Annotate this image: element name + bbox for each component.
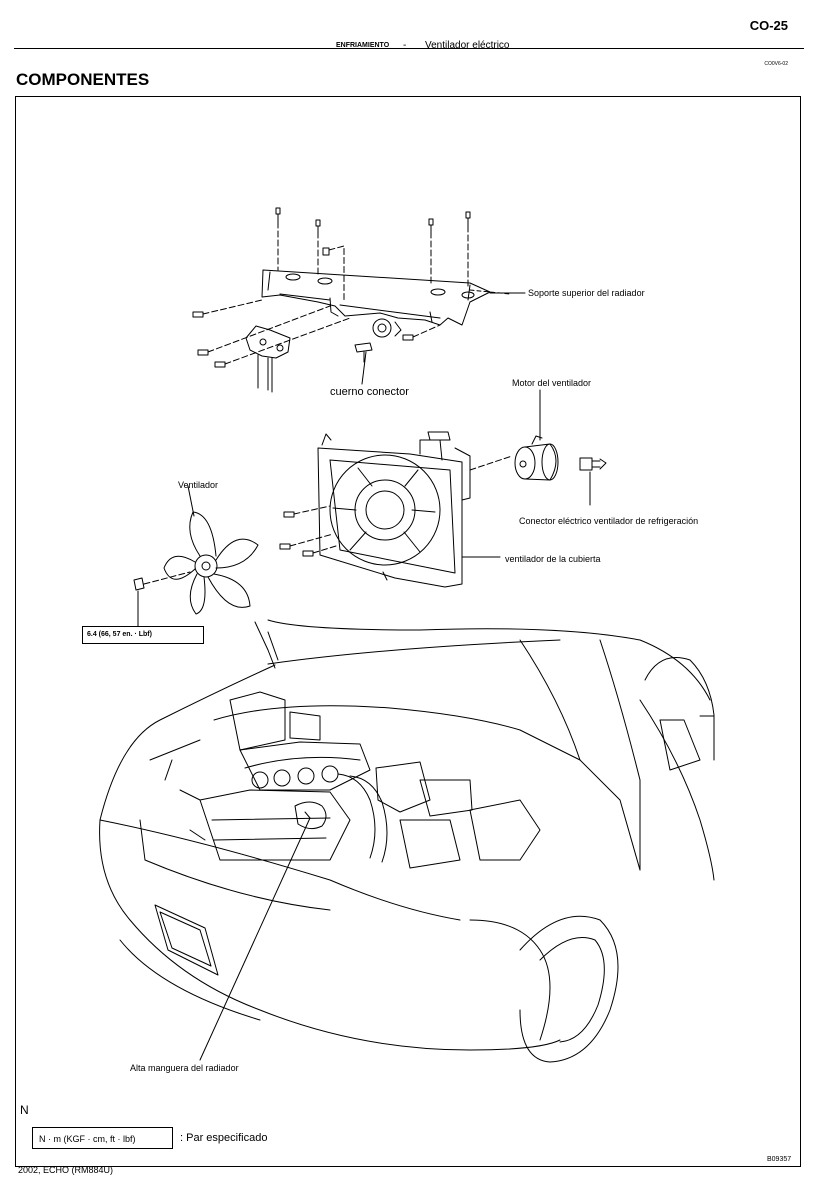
label-fan: Ventilador xyxy=(178,480,219,490)
header-separator: - xyxy=(403,40,407,51)
header-rule xyxy=(14,48,804,49)
figure-code: B09357 xyxy=(767,1156,792,1163)
torque-spec-box: 6.4 (66, 57 en. · Lbf) xyxy=(82,626,204,644)
fan-motor xyxy=(514,389,559,481)
legend-unit-box: N · m (KGF · cm, ft · lbf) xyxy=(32,1127,173,1149)
fan xyxy=(163,485,259,615)
label-radiator-hose: Alta manguera del radiador xyxy=(130,1063,239,1073)
legend-description: : Par especificado xyxy=(180,1132,268,1144)
footer-text: 2002, ECHO (RM884U) xyxy=(18,1165,114,1175)
label-fan-motor: Motor del ventilador xyxy=(512,378,592,388)
support-bolts xyxy=(192,207,471,368)
engine-bay xyxy=(179,691,541,869)
label-fan-connector: Conector eléctrico ventilador de refrige… xyxy=(519,516,699,526)
label-upper-radiator-support: Soporte superior del radiador xyxy=(528,288,645,298)
illustration-frame xyxy=(15,96,801,1167)
label-fan-shroud: ventilador de la cubierta xyxy=(505,554,601,564)
vehicle-front xyxy=(99,619,715,1063)
label-horn-connector: cuerno conector xyxy=(330,386,409,398)
horn-connector xyxy=(354,342,373,385)
cooling-fan-connector xyxy=(579,457,607,506)
page-title: COMPONENTES xyxy=(16,70,150,89)
fan-shroud xyxy=(317,431,513,588)
subsection-name: Ventilador eléctrico xyxy=(425,40,510,51)
upper-radiator-support xyxy=(261,269,526,338)
horn-bracket xyxy=(245,325,291,393)
section-name: ENFRIAMIENTO xyxy=(336,42,390,49)
hose-leader-line xyxy=(199,817,311,1061)
shroud-bolts xyxy=(279,505,337,557)
fan-nut xyxy=(133,571,191,627)
north-marker: N xyxy=(20,1103,29,1117)
doc-code: CO0V6-02 xyxy=(764,61,788,67)
page-number: CO-25 xyxy=(749,18,788,33)
